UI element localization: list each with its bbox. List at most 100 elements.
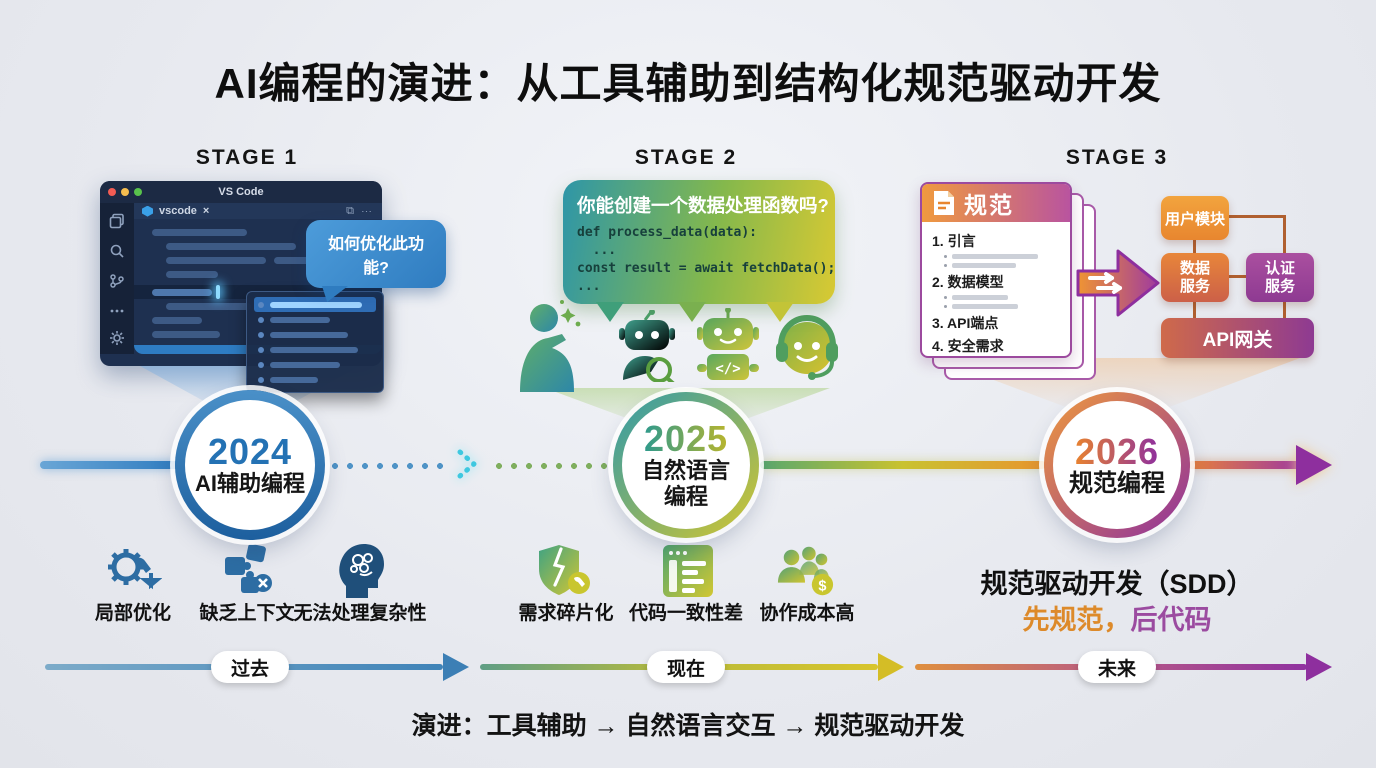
- spec-doc-body: 1. 引言 2. 数据模型 3. API端点 4. 安全需求: [922, 222, 1070, 356]
- arch-box-label: 服务: [1264, 277, 1295, 295]
- spec-doc-header: 规范: [922, 184, 1070, 222]
- stage2-issue-2-label: 代码一致性差: [628, 603, 743, 624]
- year-2026: 2026: [1074, 431, 1160, 472]
- robot-headset-icon: [776, 314, 838, 380]
- files-icon[interactable]: [109, 213, 125, 229]
- arch-box-api-gateway: API网关: [1161, 318, 1314, 358]
- connector-line: [1283, 215, 1286, 254]
- milestone-2024: 2024 AI辅助编程: [175, 390, 325, 540]
- close-traffic-light[interactable]: [108, 188, 116, 196]
- more-icon[interactable]: [109, 303, 125, 319]
- code-editor: [134, 219, 384, 394]
- spec-doc-title: 规范: [964, 192, 1014, 218]
- timeline-arrowhead: [1296, 445, 1332, 485]
- stage2-issue-3-label: 协作成本高: [759, 603, 855, 624]
- present-arrowhead: [878, 653, 904, 681]
- editor-actions-icons[interactable]: ⧉ ⋯: [346, 204, 374, 217]
- milestone-2025: 2025 自然语言 编程: [613, 392, 759, 538]
- thinking-person-icon: [520, 300, 581, 392]
- sdd-subtitle-orange: 先规范，: [1022, 605, 1131, 635]
- autocomplete-item[interactable]: [254, 372, 376, 387]
- sdd-subtitle: 先规范，后代码: [937, 598, 1297, 637]
- autocomplete-dropdown[interactable]: [246, 291, 384, 394]
- robot-search-icon: [619, 310, 675, 382]
- stage2-bubble-question: 你能创建一个数据处理函数吗?: [577, 195, 829, 216]
- future-badge: 未来: [1078, 651, 1156, 683]
- source-control-icon[interactable]: [109, 273, 125, 289]
- sdd-subtitle-purple: 后代码: [1130, 605, 1212, 635]
- code-line: [152, 317, 202, 325]
- code-line: [274, 257, 324, 265]
- stage1-issue-3-label: 无法处理复杂性: [293, 603, 427, 624]
- evolution-summary: 演进：工具辅助 → 自然语言交互 → 规范驱动开发: [411, 712, 965, 740]
- past-badge: 过去: [211, 651, 289, 683]
- doc-item-1: 1. 引言: [932, 233, 976, 249]
- doc-item-3: 3. API端点: [932, 315, 999, 331]
- spec-document-card: 规范 1. 引言 2. 数据模型 3. API端点 4. 安全需求: [920, 182, 1072, 358]
- code-window-icon: [658, 544, 718, 598]
- puzzle-pieces-icon: [217, 543, 277, 598]
- dollar-symbol: $: [818, 578, 826, 594]
- stage1-label: STAGE 1: [195, 146, 299, 169]
- arch-box-data-service: 数据 服务: [1161, 253, 1229, 302]
- search-icon[interactable]: [109, 243, 125, 259]
- code-line: [166, 303, 251, 311]
- future-arrowhead: [1306, 653, 1332, 681]
- year-2026-label: 规范编程: [1069, 470, 1165, 497]
- head-brain-icon: [330, 544, 390, 598]
- code-line: [152, 331, 220, 339]
- autocomplete-item[interactable]: [254, 357, 376, 372]
- arch-box-user-module: 用户模块: [1161, 196, 1229, 240]
- timeline-segment-middle: [760, 461, 1046, 469]
- autocomplete-item-selected[interactable]: [254, 297, 376, 313]
- timeline-segment-right: [1188, 461, 1300, 469]
- connector-line: [1193, 301, 1196, 319]
- code-line-1: def process_data(data):: [577, 225, 758, 240]
- timeline-dotted-blue: [330, 461, 452, 471]
- autocomplete-item[interactable]: [254, 342, 376, 357]
- year-2025-label-line1: 自然语言: [641, 458, 730, 483]
- tab-close-icon[interactable]: ×: [202, 205, 210, 218]
- vscode-logo-icon: [142, 205, 153, 217]
- code-line: [166, 243, 296, 251]
- connector-line: [1283, 301, 1286, 319]
- arch-box-auth-service: 认证 服务: [1246, 253, 1314, 302]
- stage2-label: STAGE 2: [634, 146, 738, 169]
- stage1-issue-1-label: 局部优化: [94, 603, 171, 624]
- stage1-speech-bubble: 如何优化此功能?: [306, 220, 446, 302]
- minimize-traffic-light[interactable]: [121, 188, 129, 196]
- connector-line: [1228, 275, 1246, 278]
- stage2-issue-1-label: 需求碎片化: [518, 603, 614, 624]
- gear-icon[interactable]: [109, 330, 125, 346]
- page-title: AI编程的演进：从工具辅助到结构化规范驱动开发: [214, 60, 1162, 107]
- code-line-3: const result = await fetchData();: [577, 261, 836, 276]
- stage3-label: STAGE 3: [1065, 146, 1169, 169]
- robot-code-glyph: </>: [715, 361, 740, 377]
- vscode-titlebar: VS Code: [100, 181, 382, 203]
- vscode-tab-bar: vscode × ⧉ ⋯: [134, 203, 382, 220]
- people-dollar-icon: $: [776, 544, 836, 598]
- arch-box-label: 数据: [1179, 259, 1210, 277]
- arch-box-label: 用户模块: [1164, 210, 1225, 228]
- broken-shield-icon: [536, 544, 596, 598]
- document-icon: [934, 191, 954, 215]
- stage1-bubble-text: 如何优化此功能?: [327, 236, 424, 277]
- vscode-window-title: VS Code: [218, 186, 264, 198]
- autocomplete-item[interactable]: [254, 327, 376, 342]
- code-line-4: ...: [577, 279, 601, 294]
- arch-box-label: 认证: [1264, 259, 1295, 277]
- doc-item-4: 4. 安全需求: [932, 338, 1004, 354]
- autocomplete-item[interactable]: [254, 312, 376, 327]
- sdd-title: 规范驱动开发（SDD）: [980, 569, 1254, 599]
- editor-tab[interactable]: vscode: [159, 205, 197, 218]
- transform-arrow-icon: [1076, 249, 1160, 317]
- connector-line: [1193, 240, 1196, 254]
- text-cursor: [216, 285, 220, 300]
- maximize-traffic-light[interactable]: [134, 188, 142, 196]
- code-line: [166, 271, 218, 279]
- year-2025: 2025: [643, 418, 729, 459]
- doc-item-2: 2. 数据模型: [932, 274, 1004, 290]
- milestone-2026: 2026 规范编程: [1044, 392, 1190, 538]
- gear-wrench-down-icon: [103, 544, 163, 598]
